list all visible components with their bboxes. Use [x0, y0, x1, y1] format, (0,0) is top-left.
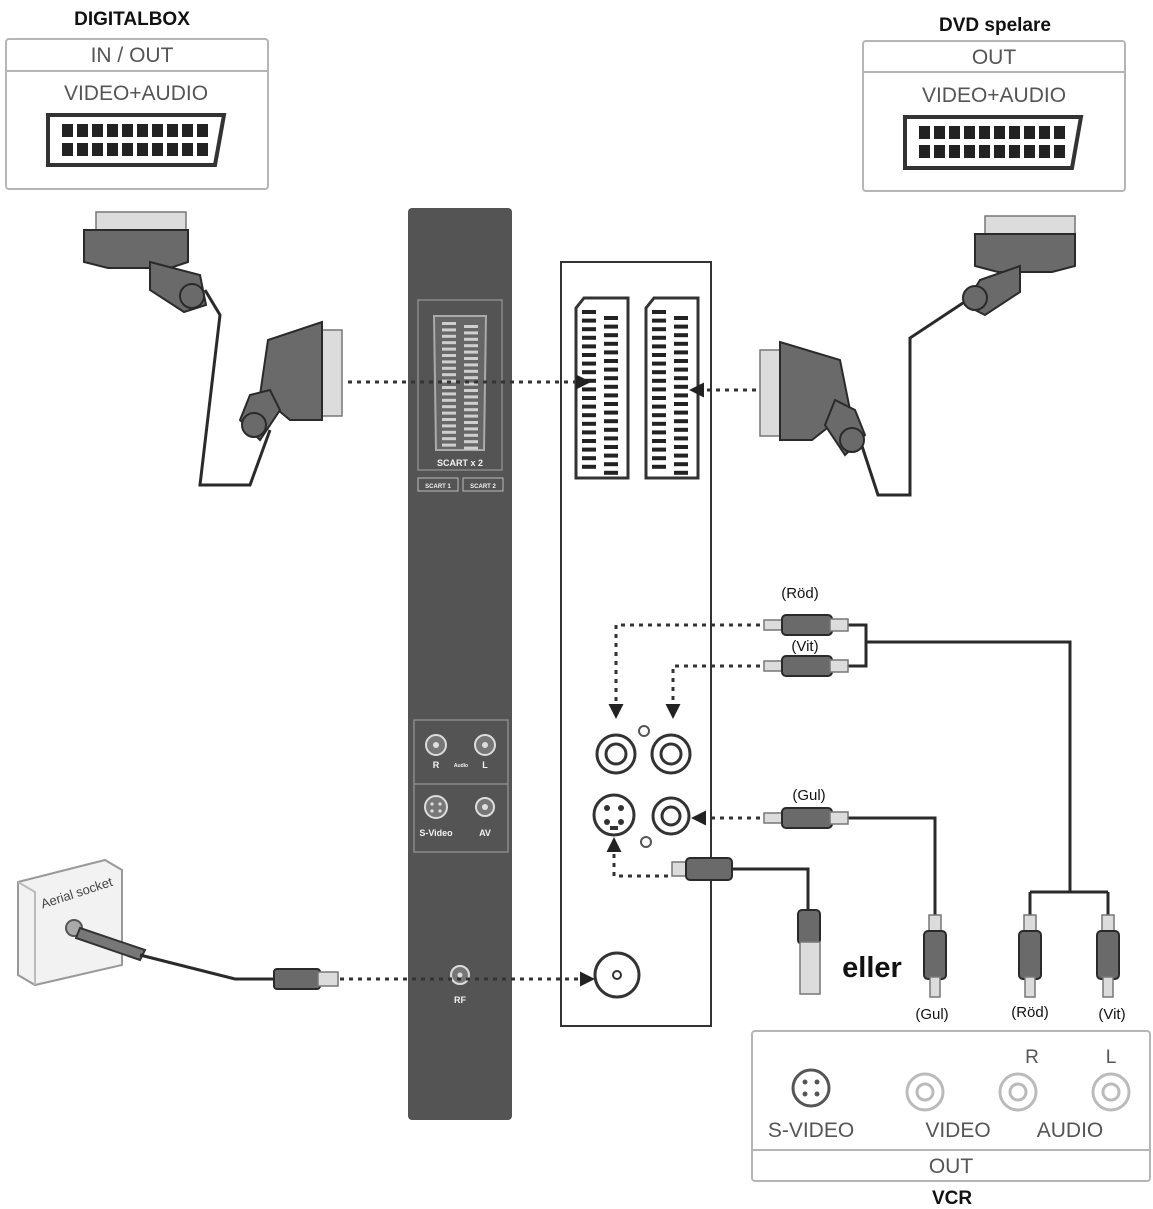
panel-scart-group: SCART x 2 SCART 1 SCART 2: [417, 299, 504, 492]
digitalbox-scart-socket-icon: [46, 113, 227, 167]
panel-av-label: AV: [479, 828, 491, 838]
panel-scart-label: SCART x 2: [437, 458, 483, 468]
aerial-coax-plug-icon: [65, 919, 147, 962]
digitalbox-device: DIGITALBOX IN / OUT VIDEO+AUDIO: [5, 9, 269, 190]
signal-paths: [340, 374, 760, 987]
vcr-audio-l-jack-icon: [1091, 1072, 1131, 1112]
vcr-svideo-jack-icon: [791, 1068, 831, 1108]
aerial-socket: Aerial socket: [17, 858, 339, 990]
label-gul-mid: (Gul): [792, 787, 825, 804]
vcr-video-jack-icon: [905, 1072, 945, 1112]
dvd-scart-plug-icon: [962, 215, 1076, 317]
video-jack-icon: [651, 796, 691, 836]
panel-rf-group: RF: [450, 965, 470, 1005]
indicator-dot-bottom: [640, 836, 652, 848]
rca-plug-vit-top-icon: [763, 655, 849, 677]
left-scart-cable: [83, 211, 343, 487]
dvd-mode: OUT: [972, 46, 1017, 69]
dvd-device: DVD spelare OUT VIDEO+AUDIO: [862, 15, 1126, 192]
tv-side-scart-plug-right-icon: [759, 340, 867, 457]
av-cables: (Röd) (Vit) (Gul) eller (Gul) (Röd) (Vit…: [671, 585, 1126, 1023]
vcr-video-label: VIDEO: [925, 1119, 990, 1142]
audio-r-jack-icon: [595, 733, 637, 775]
zoomed-connector-panel: [560, 261, 712, 1027]
vcr-audio-r-jack-icon: [998, 1072, 1038, 1112]
panel-audio-r: R: [433, 760, 440, 770]
panel-audio-l: L: [482, 760, 488, 770]
vcr-title: VCR: [932, 1188, 972, 1209]
rca-plug-gul-bottom-icon: [923, 914, 947, 998]
digitalbox-mode: IN / OUT: [91, 44, 174, 67]
rca-plug-gul-mid-icon: [763, 807, 849, 829]
coax-plug-icon: [273, 968, 339, 990]
vcr-r-label: R: [1025, 1047, 1039, 1068]
panel-audio-label: Audio: [454, 763, 468, 769]
label-gul-bottom: (Gul): [915, 1006, 948, 1023]
panel-av-group: R Audio L S-Video AV: [413, 719, 509, 853]
rca-plug-rod-top-icon: [763, 614, 849, 636]
label-eller: eller: [842, 952, 902, 984]
right-scart-cable: [759, 215, 1076, 497]
vcr-svideo-label: S-VIDEO: [768, 1119, 854, 1142]
panel-scart1-label: SCART 1: [425, 484, 451, 490]
audio-l-jack-icon: [650, 733, 692, 775]
dvd-signal: VIDEO+AUDIO: [922, 84, 1066, 107]
vcr-l-label: L: [1106, 1047, 1117, 1068]
panel-scart2-label: SCART 2: [470, 484, 496, 490]
digitalbox-title: DIGITALBOX: [74, 9, 190, 30]
rca-plug-rod-bottom-icon: [1018, 914, 1042, 998]
label-rod-bottom: (Röd): [1011, 1004, 1049, 1021]
tv-side-scart-plug-left-icon: [238, 320, 343, 442]
scart2-socket-icon: [644, 296, 700, 480]
panel-rf-label: RF: [454, 995, 466, 1005]
vcr-audio-label: AUDIO: [1037, 1119, 1104, 1142]
rca-plug-vit-bottom-icon: [1096, 914, 1120, 998]
label-rod-top: (Röd): [781, 585, 819, 602]
svideo-jack-icon: [592, 793, 636, 837]
tv-back-panel: SCART x 2 SCART 1 SCART 2 R Audio L S-Vi…: [408, 208, 512, 1120]
digitalbox-scart-plug-icon: [83, 211, 208, 314]
svideo-plug-vertical-icon: [797, 909, 821, 995]
label-vit-top: (Vit): [791, 638, 818, 655]
scart1-socket-icon: [574, 296, 630, 480]
dvd-scart-socket-icon: [903, 115, 1084, 170]
vcr-out-label: OUT: [929, 1155, 974, 1178]
dvd-title: DVD spelare: [939, 15, 1051, 36]
digitalbox-signal: VIDEO+AUDIO: [64, 82, 208, 105]
svideo-plug-horizontal-icon: [671, 857, 733, 881]
panel-svideo-label: S-Video: [419, 828, 453, 838]
label-vit-bottom: (Vit): [1098, 1006, 1125, 1023]
vcr-device: R L S-VIDEO VIDEO AUDIO OUT VCR: [751, 1030, 1151, 1209]
indicator-dot-top: [638, 725, 650, 737]
rf-jack-icon: [593, 951, 641, 999]
